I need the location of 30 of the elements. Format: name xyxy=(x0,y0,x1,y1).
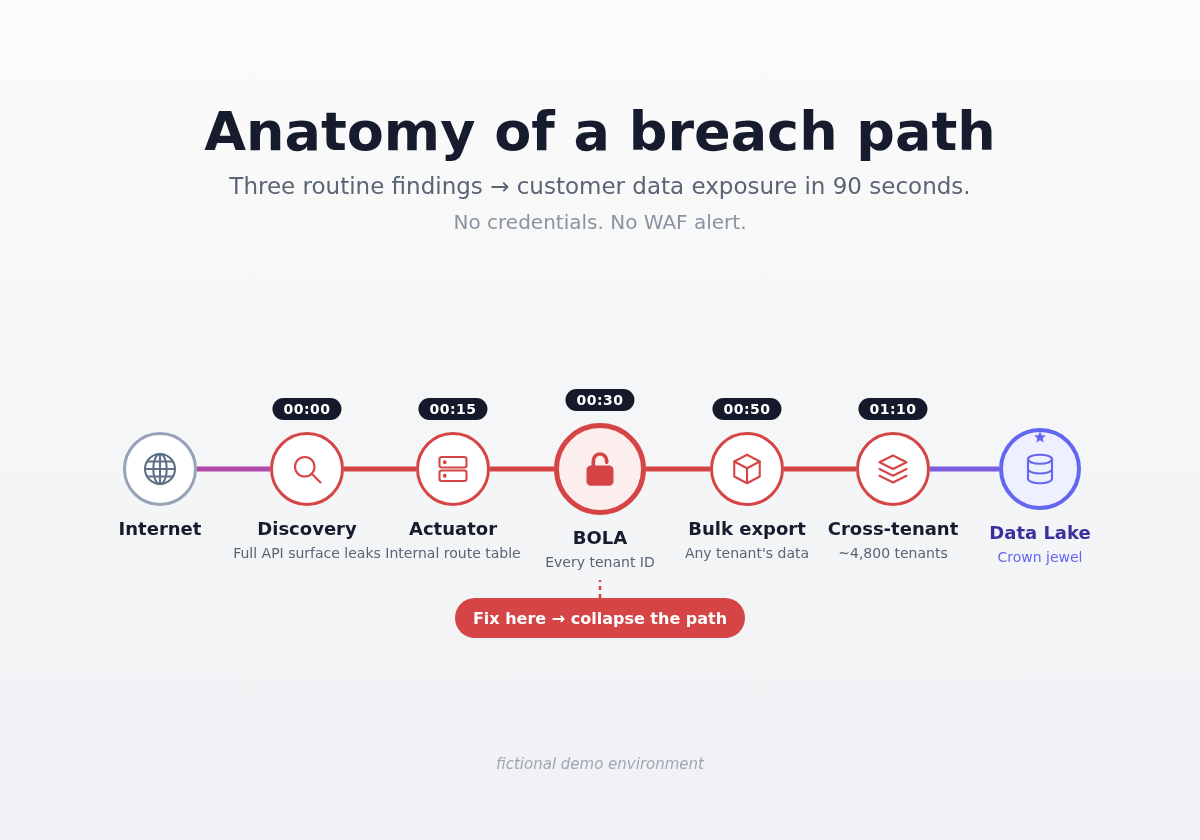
connector-line xyxy=(930,466,999,472)
time-badge: 00:30 xyxy=(565,389,635,411)
node-title: Data Lake xyxy=(989,522,1091,543)
node-title: Bulk export xyxy=(688,518,806,539)
node-title: Actuator xyxy=(409,518,497,539)
connector-line xyxy=(646,466,710,472)
connector-line xyxy=(490,466,554,472)
node-title: Cross-tenant xyxy=(827,518,959,539)
footer-note: fictional demo environment xyxy=(496,755,704,773)
node-subtitle: Every tenant ID xyxy=(545,554,655,570)
connector-line xyxy=(197,466,270,472)
node-subtitle: Crown jewel xyxy=(997,549,1083,565)
node-title: BOLA xyxy=(572,527,628,548)
connector-line xyxy=(598,580,602,598)
node-title: Discovery xyxy=(257,518,357,539)
subtitle: Three routine findings → customer data exposure in 90 seconds. xyxy=(229,173,971,199)
subtitle: No credentials. No WAF alert. xyxy=(453,210,747,234)
time-badge: 00:15 xyxy=(418,398,488,420)
node-subtitle: Internal route table xyxy=(385,545,521,561)
time-badge: 01:10 xyxy=(858,398,928,420)
node-title: Internet xyxy=(118,518,202,539)
callout-pill: Fix here → collapse the path xyxy=(455,598,745,638)
time-badge: 00:00 xyxy=(272,398,342,420)
title: Anatomy of a breach path xyxy=(204,100,996,163)
connector-line xyxy=(344,466,416,472)
node-subtitle: Full API surface leaks xyxy=(233,545,381,561)
connector-line xyxy=(784,466,856,472)
time-badge: 00:50 xyxy=(712,398,782,420)
node-subtitle: Any tenant's data xyxy=(684,545,810,561)
node-subtitle: ~4,800 tenants xyxy=(838,545,948,561)
